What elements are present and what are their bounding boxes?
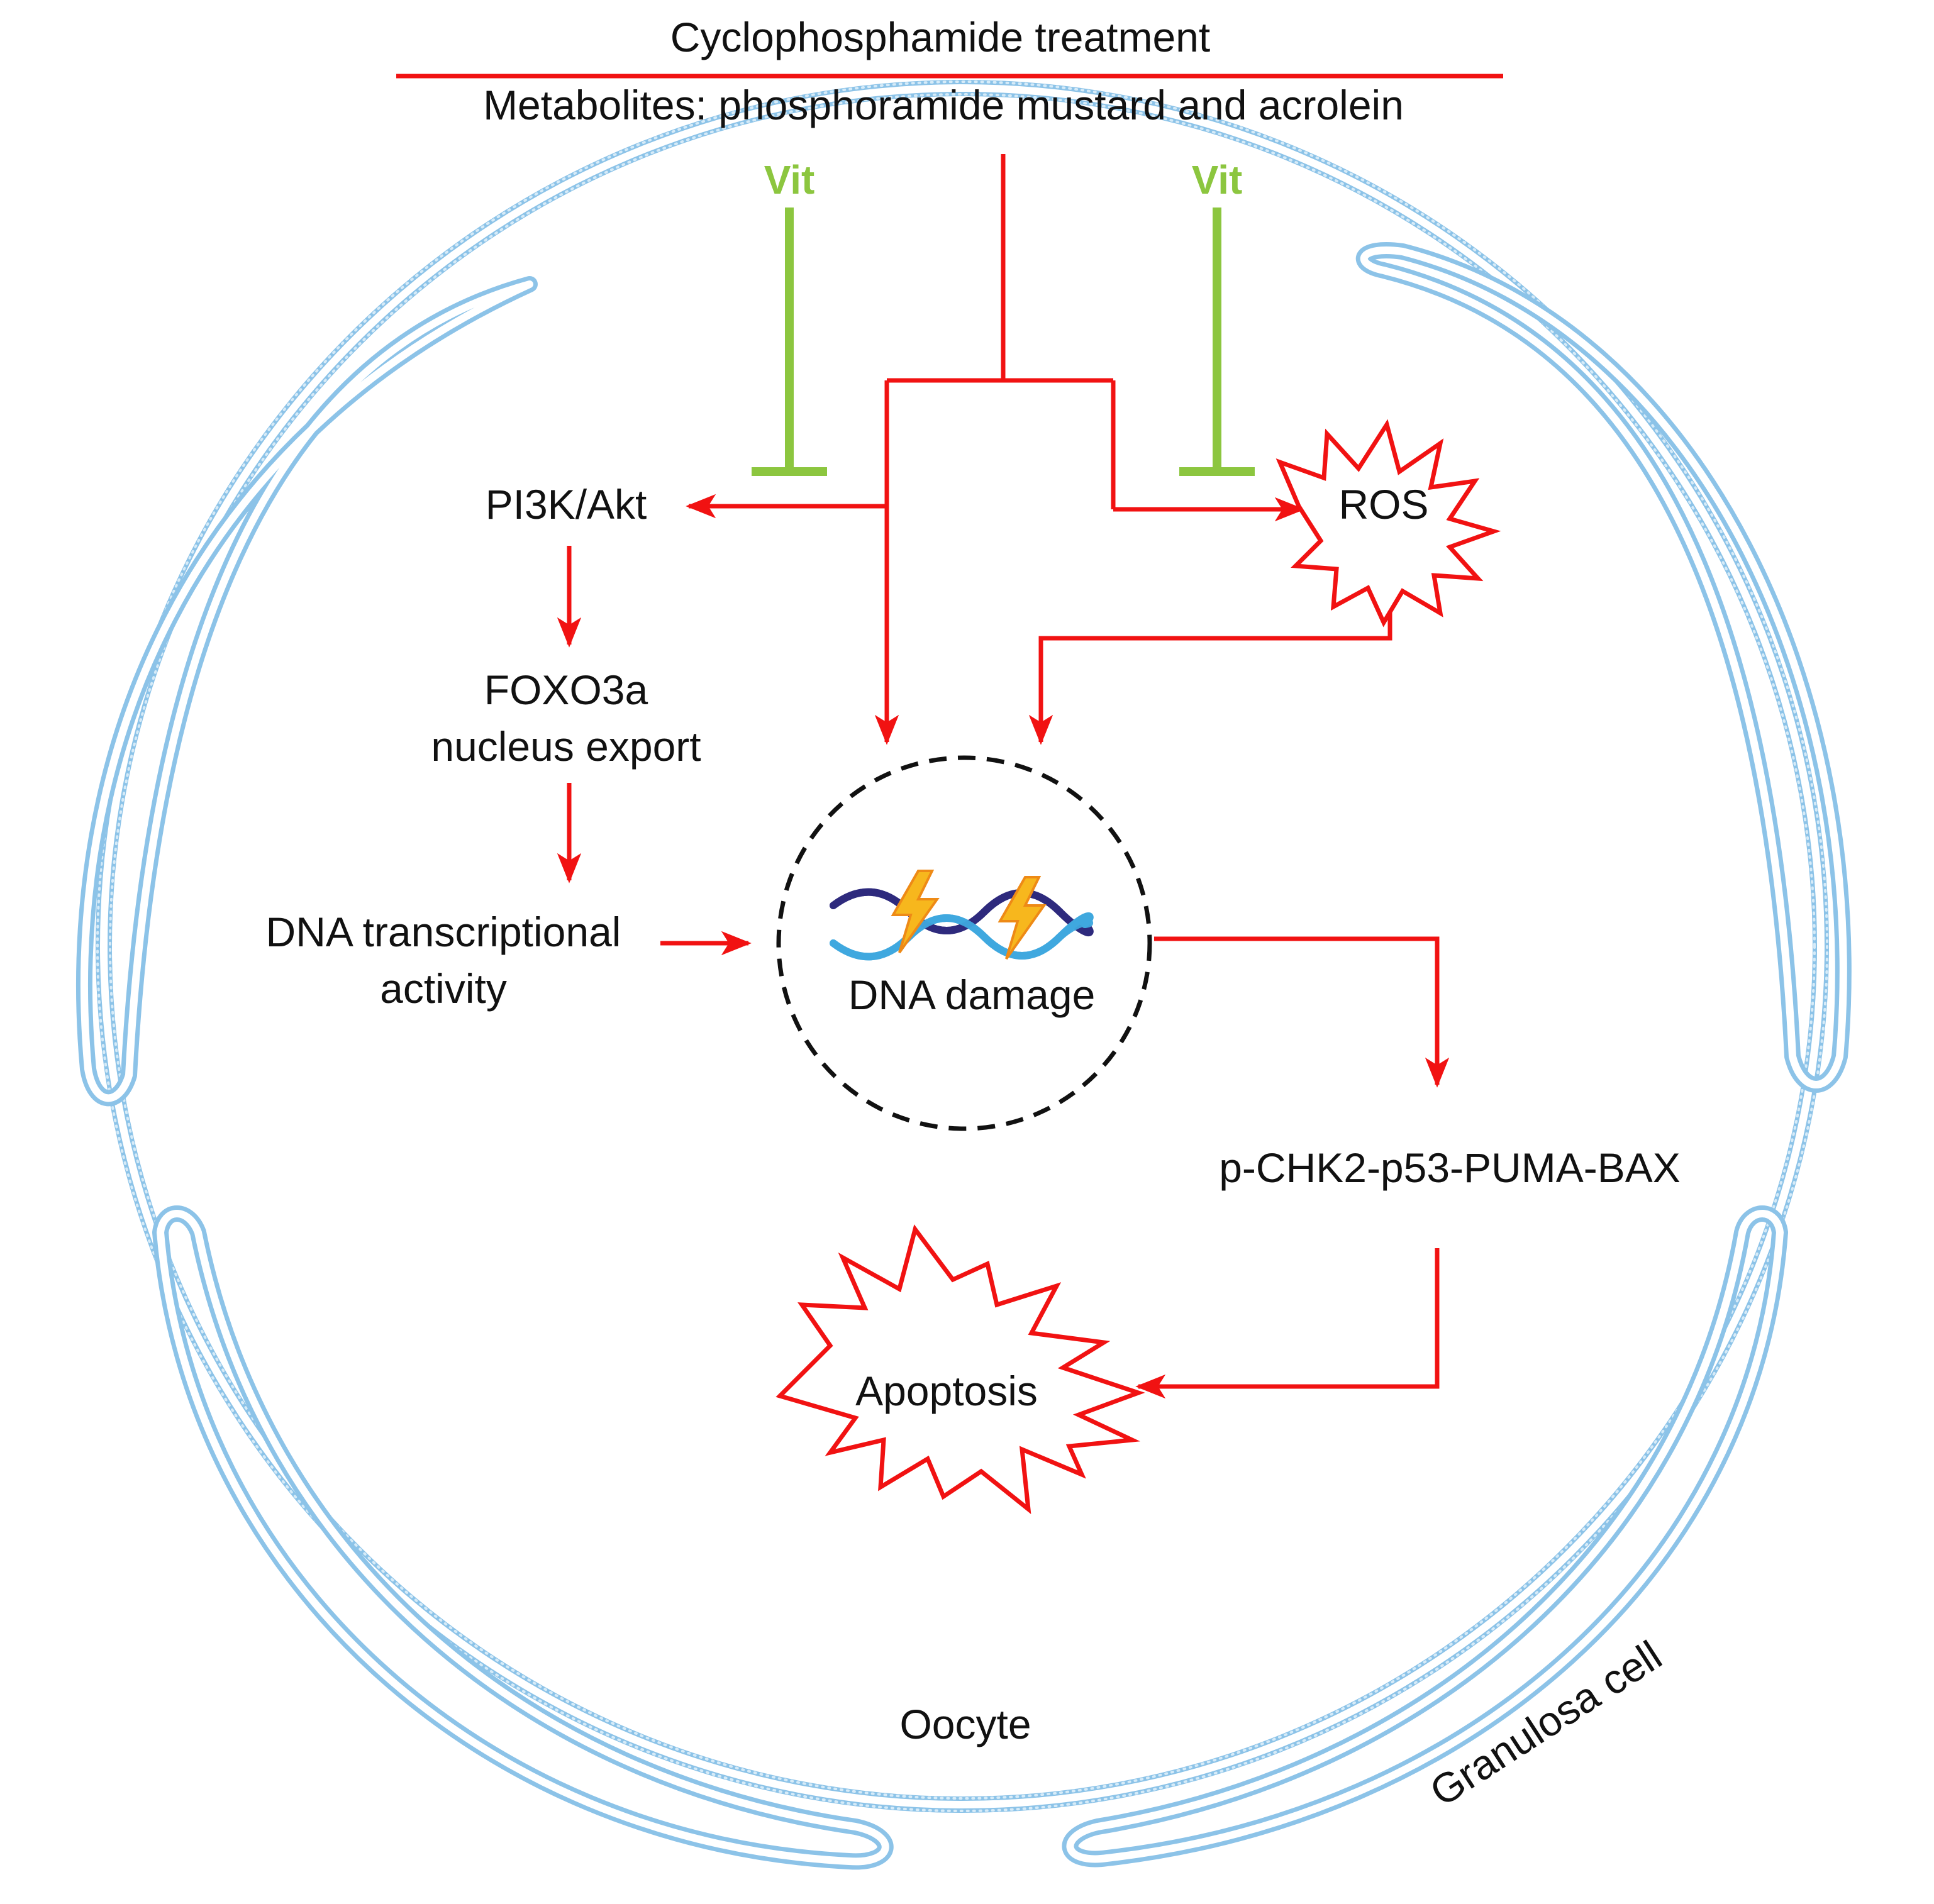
- ros-to-dna-damage: [1028, 597, 1392, 745]
- vit-inhibitor-right: Vit: [1179, 157, 1255, 476]
- ros-starburst: ROS: [1275, 419, 1501, 628]
- lightning-bolt-icon: [891, 870, 940, 954]
- granulosa-cell-label: Granulosa cell: [1421, 1632, 1669, 1815]
- granulosa-crescent-bottom-right: [1062, 1205, 1788, 1868]
- dna-helix-icon: [830, 888, 1094, 961]
- granulosa-crescent-bottom-left: [152, 1205, 894, 1870]
- vit-inhibitor-left: Vit: [752, 157, 827, 476]
- membranes: [76, 80, 1852, 1870]
- pi3k-akt-label: PI3K/Akt: [486, 481, 647, 528]
- arrow-pathway-to-apoptosis: [1135, 1248, 1440, 1399]
- oocyte-membrane: [96, 80, 1829, 1813]
- foxo3a-label-line2: nucleus export: [431, 723, 701, 770]
- granulosa-crescent-top-left: [76, 276, 538, 1107]
- pathway-connectors: [557, 154, 1450, 1399]
- dna-transcriptional-label-line1: DNA transcriptional: [266, 909, 621, 955]
- treatment-title: Cyclophosphamide treatment: [670, 14, 1210, 60]
- granulosa-crescent-top-right: [1355, 242, 1852, 1093]
- oocyte-label: Oocyte: [899, 1701, 1031, 1747]
- metabolites-subtitle: Metabolites: phosphoramide mustard and a…: [483, 82, 1404, 128]
- chk2-p53-puma-bax-label: p-CHK2-p53-PUMA-BAX: [1219, 1144, 1681, 1191]
- lightning-bolt-icon: [998, 876, 1047, 960]
- dna-damage-circle: [776, 755, 1152, 1131]
- arrow-dna-damage-to-pathway: [1154, 936, 1450, 1088]
- apoptosis-label: Apoptosis: [855, 1368, 1038, 1414]
- ros-starburst-shape: [1275, 419, 1501, 628]
- vit-label-left: Vit: [764, 157, 815, 202]
- dna-transcriptional-label-line2: activity: [380, 965, 507, 1012]
- vit-label-right: Vit: [1192, 157, 1243, 202]
- dna-damage-label: DNA damage: [848, 971, 1096, 1018]
- ros-label: ROS: [1338, 481, 1428, 528]
- foxo3a-label-line1: FOXO3a: [484, 667, 648, 713]
- dna-damage-node: DNA damage: [776, 755, 1152, 1131]
- apoptosis-starburst-shape: [775, 1224, 1145, 1514]
- apoptosis-starburst: Apoptosis: [775, 1224, 1145, 1514]
